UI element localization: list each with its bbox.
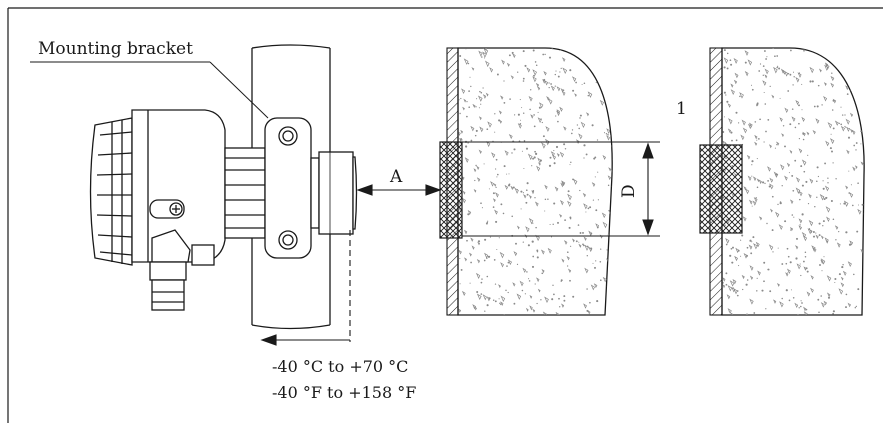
temperature-marker xyxy=(260,230,351,346)
temperature-celsius: -40 °C to +70 °C xyxy=(272,357,408,376)
concrete-texture-right xyxy=(722,48,865,315)
bracket-label: Mounting bracket xyxy=(38,39,193,59)
wall-sleeve-right xyxy=(699,144,743,234)
distance-arrow xyxy=(356,184,442,196)
diameter-dimension xyxy=(642,142,654,236)
variant-label: 1 xyxy=(676,99,687,119)
bracket-clamp xyxy=(264,117,312,259)
wall-sleeve-left xyxy=(439,141,463,239)
bracket-label-group: Mounting bracket xyxy=(30,39,269,119)
temperature-fahrenheit: -40 °F to +158 °F xyxy=(272,383,416,402)
wall-left xyxy=(439,47,660,316)
distance-label: A xyxy=(389,167,403,187)
wall-right xyxy=(699,47,865,316)
sensor-housing xyxy=(89,109,266,311)
antenna xyxy=(310,151,358,235)
diameter-label: D xyxy=(619,184,639,198)
